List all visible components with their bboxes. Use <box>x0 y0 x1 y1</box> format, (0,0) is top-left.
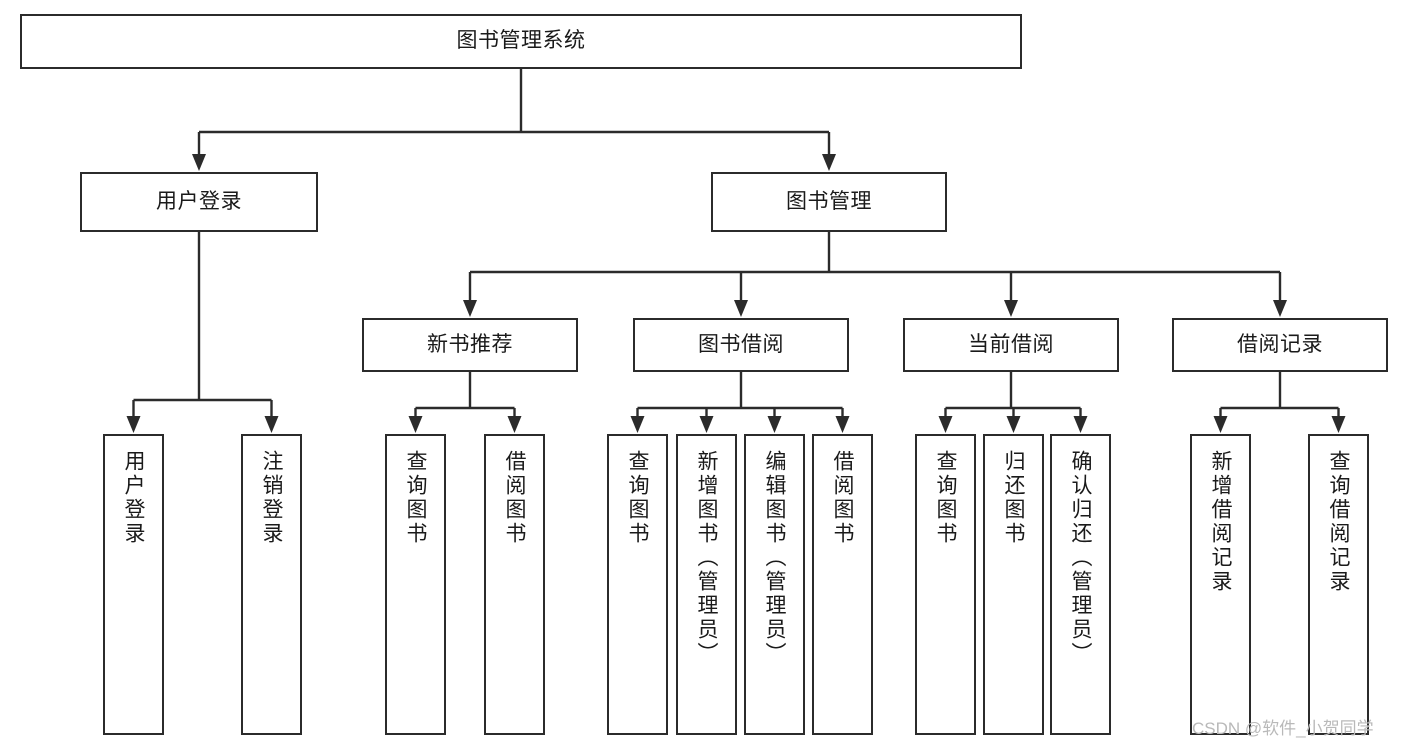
node-leaf-query-book-1-label: 查询图书 <box>404 450 427 546</box>
node-borrow-record-label: 借阅记录 <box>1237 332 1323 356</box>
node-root-label: 图书管理系统 <box>456 29 586 53</box>
node-root[interactable]: 图书管理系统 <box>20 14 1022 69</box>
node-leaf-return-book-label: 归还图书 <box>1002 450 1025 546</box>
node-new-book-recommend[interactable]: 新书推荐 <box>362 318 578 372</box>
node-leaf-logout[interactable]: 注销登录 <box>241 434 302 735</box>
node-current-borrow-label: 当前借阅 <box>968 332 1054 356</box>
node-leaf-add-record-label: 新增借阅记录 <box>1209 450 1232 594</box>
node-leaf-add-book-admin-label: 新增图书（管理员） <box>695 450 718 666</box>
node-book-manage[interactable]: 图书管理 <box>711 172 947 232</box>
node-leaf-user-login[interactable]: 用户登录 <box>103 434 164 735</box>
node-leaf-borrow-book-2-label: 借阅图书 <box>831 450 854 546</box>
node-leaf-borrow-book-2[interactable]: 借阅图书 <box>812 434 873 735</box>
node-leaf-query-book-3[interactable]: 查询图书 <box>915 434 976 735</box>
node-user-login[interactable]: 用户登录 <box>80 172 318 232</box>
node-book-borrow[interactable]: 图书借阅 <box>633 318 849 372</box>
node-current-borrow[interactable]: 当前借阅 <box>903 318 1119 372</box>
node-book-borrow-label: 图书借阅 <box>698 332 784 356</box>
node-leaf-query-book-2-label: 查询图书 <box>626 450 649 546</box>
node-leaf-user-login-label: 用户登录 <box>122 450 145 546</box>
node-leaf-confirm-return[interactable]: 确认归还（管理员） <box>1050 434 1111 735</box>
node-leaf-query-book-2[interactable]: 查询图书 <box>607 434 668 735</box>
node-leaf-borrow-book-1-label: 借阅图书 <box>503 450 526 546</box>
node-leaf-edit-book-admin[interactable]: 编辑图书（管理员） <box>744 434 805 735</box>
node-leaf-edit-book-admin-label: 编辑图书（管理员） <box>763 450 786 666</box>
node-book-manage-label: 图书管理 <box>786 189 872 213</box>
node-borrow-record[interactable]: 借阅记录 <box>1172 318 1388 372</box>
node-leaf-query-book-1[interactable]: 查询图书 <box>385 434 446 735</box>
node-leaf-add-book-admin[interactable]: 新增图书（管理员） <box>676 434 737 735</box>
node-leaf-logout-label: 注销登录 <box>260 450 283 546</box>
node-leaf-query-book-3-label: 查询图书 <box>934 450 957 546</box>
node-leaf-borrow-book-1[interactable]: 借阅图书 <box>484 434 545 735</box>
node-leaf-query-record[interactable]: 查询借阅记录 <box>1308 434 1369 735</box>
node-new-book-recommend-label: 新书推荐 <box>427 332 513 356</box>
node-leaf-add-record[interactable]: 新增借阅记录 <box>1190 434 1251 735</box>
node-user-login-label: 用户登录 <box>156 189 242 213</box>
csdn-watermark: CSDN @软件_小贺同学 <box>1192 719 1374 738</box>
node-leaf-confirm-return-label: 确认归还（管理员） <box>1069 450 1092 666</box>
node-leaf-query-record-label: 查询借阅记录 <box>1327 450 1350 594</box>
node-leaf-return-book[interactable]: 归还图书 <box>983 434 1044 735</box>
